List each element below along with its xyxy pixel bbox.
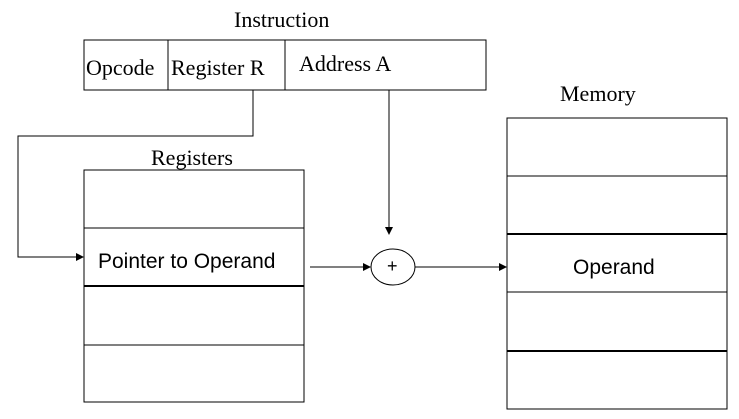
- operand-cell: Operand: [573, 256, 655, 279]
- adder-plus-symbol: +: [387, 256, 398, 276]
- instruction-title: Instruction: [234, 7, 330, 32]
- register-r-field: Register R: [171, 55, 265, 80]
- memory-box: [506, 117, 728, 410]
- registers-title: Registers: [151, 145, 233, 170]
- opcode-field: Opcode: [86, 55, 155, 80]
- pointer-to-operand-cell: Pointer to Operand: [98, 250, 276, 273]
- address-a-field: Address A: [299, 51, 392, 76]
- adder-circle: [370, 248, 416, 286]
- memory-title: Memory: [560, 81, 636, 106]
- register-select-arrow: [17, 90, 254, 261]
